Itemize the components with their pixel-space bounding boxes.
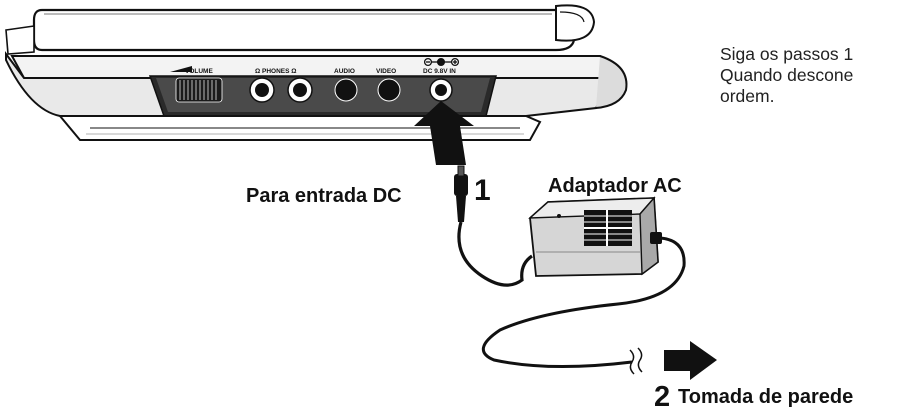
dc-cable [457,221,533,287]
audio-jack-icon [334,78,358,102]
instructions-line-3: ordem. [720,86,775,106]
video-jack-icon [377,78,401,102]
video-label: VIDEO [376,68,396,75]
wall-outlet-label: Tomada de parede [678,386,854,408]
step-2-number: 2 [654,381,671,413]
audio-label: AUDIO [334,68,355,75]
dvd-player: VOLUME Ω PHONES Ω AUDIO VIDEO DC 9.8V IN [5,4,628,141]
phones-jack-1-icon [249,77,275,103]
ac-adapter-label: Adaptador AC [548,175,682,197]
dc-polarity-icon [423,57,460,67]
step-1-number: 1 [474,174,491,207]
instructions-line-2: Quando descone [720,65,854,85]
phones-label: Ω PHONES Ω [255,68,297,75]
ac-adapter-icon [528,196,662,277]
insert-arrow-icon [414,101,474,165]
volume-ramp-icon [170,66,192,72]
volume-label: VOLUME [185,68,213,75]
ac-cable [482,236,686,369]
dc-plug-icon [454,165,468,222]
cable-break-icon [629,347,643,375]
instructions-line-1: Siga os passos 1 [720,44,854,64]
phones-jack-2-icon [287,77,313,103]
volume-wheel-icon [175,77,223,103]
instructions-text: Siga os passos 1 Quando descone ordem. [720,44,897,107]
dc-in-label: DC 9.8V IN [423,68,456,75]
dc-in-jack-icon [429,78,453,102]
dc-input-label: Para entrada DC [246,185,402,207]
wall-arrow-icon [664,341,717,380]
